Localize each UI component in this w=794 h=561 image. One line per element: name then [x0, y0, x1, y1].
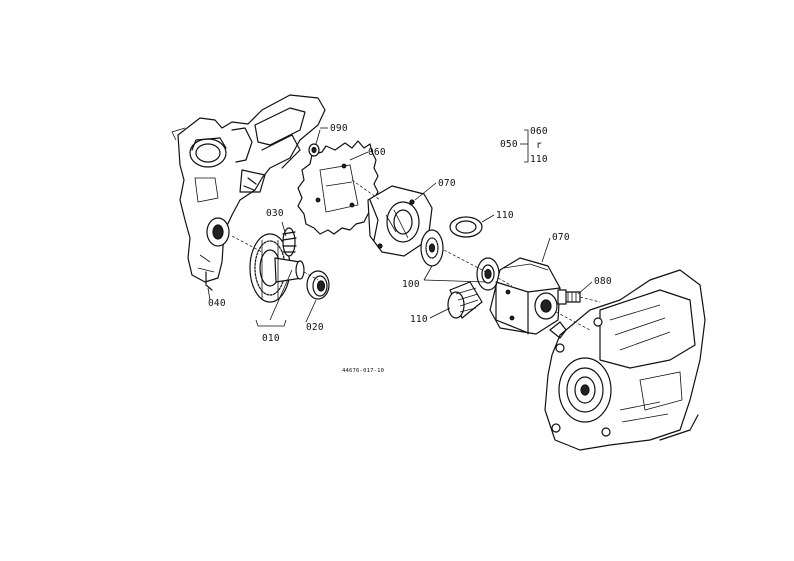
legend-060: 060	[530, 126, 548, 137]
part-020-bearing	[306, 270, 330, 300]
label-100: 100	[402, 279, 420, 290]
label-070-left: 070	[438, 178, 456, 189]
figure-code: 44676-017-10	[342, 368, 384, 374]
part-110-seal-upper	[449, 216, 483, 238]
label-030: 030	[266, 208, 284, 219]
right-gearcase-housing	[544, 269, 706, 451]
label-110-upper: 110	[496, 210, 514, 221]
part-080-bolt	[557, 289, 581, 305]
assembly-alignment-lines	[231, 179, 601, 331]
label-020: 020	[306, 322, 324, 333]
legend-separator: r	[536, 140, 542, 151]
label-010: 010	[262, 333, 280, 344]
part-010-gear-shaft-assembly	[249, 227, 305, 303]
label-060: 060	[368, 147, 386, 158]
callout-labels: 090 060 070 110 070 080 030 040 020 010 …	[208, 123, 612, 374]
callout-leader-lines	[207, 127, 593, 327]
left-gearcase-housing	[171, 94, 326, 291]
label-080: 080	[594, 276, 612, 287]
label-050: 050	[500, 139, 518, 150]
part-110-seal-lower	[447, 281, 483, 319]
label-040: 040	[208, 298, 226, 309]
label-070-right: 070	[552, 232, 570, 243]
part-090-pin	[308, 143, 320, 157]
part-070-flange-housing-right	[489, 257, 561, 335]
label-090: 090	[330, 123, 348, 134]
label-110-lower: 110	[410, 314, 428, 325]
legend-110: 110	[530, 154, 548, 165]
part-060-sprocket-plate	[297, 140, 379, 235]
